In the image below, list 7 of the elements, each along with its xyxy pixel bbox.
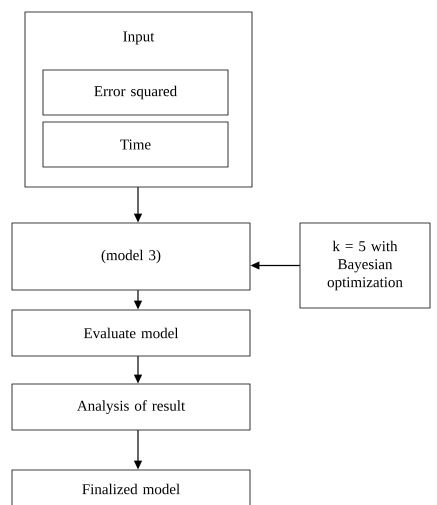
process-box: Time	[42, 122, 228, 168]
process-box: Evaluate model	[12, 310, 250, 356]
process-box: Analysis of result	[12, 384, 250, 430]
process-box: (model 3)	[12, 222, 250, 290]
process-box: k = 5 with Bayesian optimization	[300, 222, 430, 308]
process-box: Error squared	[42, 70, 228, 116]
process-box: Finalized model	[12, 470, 250, 505]
